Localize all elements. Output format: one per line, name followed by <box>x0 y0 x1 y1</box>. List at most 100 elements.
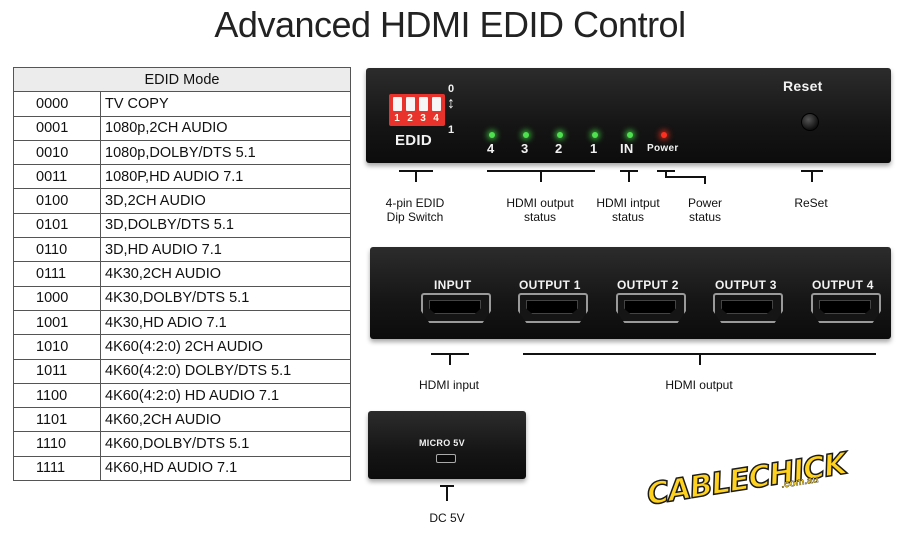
edid-label: EDID <box>395 132 433 149</box>
led-output-2 <box>557 132 563 138</box>
switch-top-label: 0 <box>448 83 455 95</box>
callout-tick <box>811 170 813 182</box>
edid-mode-cell: 4K60(4:2:0) DOLBY/DTS 5.1 <box>100 358 351 384</box>
edid-mode-cell: 3D,2CH AUDIO <box>100 188 351 214</box>
edid-mode-cell: 4K60,DOLBY/DTS 5.1 <box>100 431 351 457</box>
edid-mode-cell: 4K60(4:2:0) HD AUDIO 7.1 <box>100 382 351 409</box>
edid-mode-cell: TV COPY <box>100 91 351 117</box>
led-output-1 <box>592 132 598 138</box>
page-title: Advanced HDMI EDID Control <box>214 4 686 45</box>
edid-code-cell: 1111 <box>13 455 101 482</box>
caption-input-status: HDMI intput status <box>596 196 660 224</box>
led-output-4 <box>489 132 495 138</box>
edid-code-cell: 0100 <box>13 188 101 214</box>
switch-bottom-label: 1 <box>448 124 455 136</box>
table-header-row: EDID Mode <box>13 66 351 93</box>
caption-output-status: HDMI output status <box>506 196 574 224</box>
edid-mode-cell: 4K30,HD ADIO 7.1 <box>100 309 351 336</box>
port-label: OUTPUT 1 <box>519 278 581 292</box>
side-panel <box>368 411 526 479</box>
status-label: 4 <box>487 141 495 156</box>
callout-tick <box>540 170 542 182</box>
edid-code-cell: 1101 <box>13 407 101 433</box>
dip-switch[interactable]: 1 2 3 4 <box>389 94 445 126</box>
edid-code-cell: 1110 <box>13 431 101 457</box>
edid-code-cell: 0001 <box>13 115 101 141</box>
reset-label: Reset <box>783 78 823 94</box>
callout-tick <box>699 353 701 365</box>
hdmi-output-port-2[interactable] <box>616 293 686 323</box>
edid-mode-cell: 1080P,HD AUDIO 7.1 <box>100 164 351 190</box>
caption-dc-5v: DC 5V <box>429 511 465 525</box>
dip-number: 4 <box>433 113 439 124</box>
callout-bar <box>440 485 454 487</box>
edid-code-cell: 0010 <box>13 139 101 166</box>
reset-button[interactable] <box>801 113 819 131</box>
caption-dip-switch: 4-pin EDID Dip Switch <box>385 196 445 224</box>
switch-arrow-icon: ↕ <box>447 95 455 112</box>
edid-code-cell: 0000 <box>13 91 101 117</box>
edid-code-cell: 0101 <box>13 212 101 239</box>
led-output-3 <box>523 132 529 138</box>
dip-key[interactable] <box>432 97 441 111</box>
dip-key[interactable] <box>393 97 402 111</box>
power-label: Power <box>647 143 679 154</box>
caption-hdmi-input: HDMI input <box>418 378 480 392</box>
callout-tick <box>449 353 451 365</box>
edid-mode-cell: 3D,DOLBY/DTS 5.1 <box>100 212 351 239</box>
port-label: OUTPUT 4 <box>812 278 874 292</box>
edid-code-cell: 1000 <box>13 285 101 311</box>
callout-tick <box>415 170 417 182</box>
hdmi-output-port-4[interactable] <box>811 293 881 323</box>
status-label: 2 <box>555 141 563 156</box>
status-label: IN <box>620 141 634 156</box>
status-label: 3 <box>521 141 529 156</box>
edid-code-cell: 1010 <box>13 334 101 360</box>
callout-tick <box>446 485 448 501</box>
callout-tick <box>628 170 630 182</box>
hdmi-input-port[interactable] <box>421 293 491 323</box>
led-power <box>661 132 667 138</box>
callout-tick <box>665 170 667 176</box>
port-label: OUTPUT 2 <box>617 278 679 292</box>
hdmi-output-port-1[interactable] <box>518 293 588 323</box>
caption-power-status: Power status <box>687 196 722 224</box>
dip-key[interactable] <box>419 97 428 111</box>
edid-mode-cell: 4K60(4:2:0) 2CH AUDIO <box>100 334 351 360</box>
edid-code-cell: 1100 <box>13 382 101 409</box>
edid-mode-cell: 1080p,DOLBY/DTS 5.1 <box>100 139 351 166</box>
callout-bar <box>665 176 705 178</box>
hdmi-output-port-3[interactable] <box>713 293 783 323</box>
caption-reset: ReSet <box>794 196 828 210</box>
callout-tick <box>704 176 706 184</box>
led-input <box>627 132 633 138</box>
edid-code-cell: 0011 <box>13 164 101 190</box>
dip-number: 2 <box>407 113 413 124</box>
edid-code-cell: 0110 <box>13 237 101 263</box>
status-label: 1 <box>590 141 598 156</box>
caption-hdmi-output: HDMI output <box>665 378 733 392</box>
edid-code-cell: 1001 <box>13 309 101 336</box>
dip-number: 1 <box>394 113 400 124</box>
edid-mode-cell: 1080p,2CH AUDIO <box>100 115 351 141</box>
edid-mode-cell: 4K30,DOLBY/DTS 5.1 <box>100 285 351 311</box>
micro-usb-port[interactable] <box>436 454 456 463</box>
dip-key[interactable] <box>406 97 415 111</box>
port-label: INPUT <box>434 278 472 292</box>
